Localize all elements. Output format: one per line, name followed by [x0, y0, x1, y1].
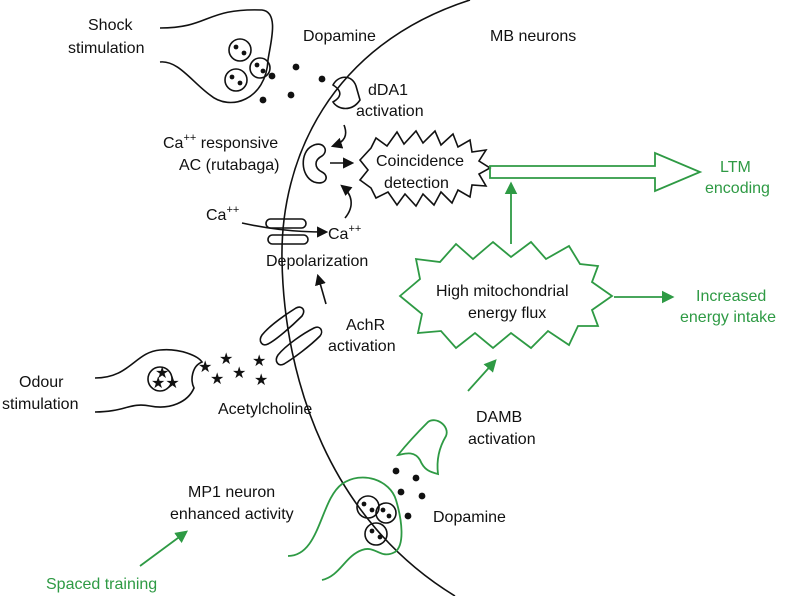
odour-vesicle — [147, 366, 173, 392]
coincidence-detection-burst — [358, 129, 492, 208]
dopamine-dots-top — [259, 63, 326, 104]
svg-text:★: ★ — [232, 365, 246, 382]
mp1-vesicle-3 — [364, 522, 388, 546]
ca-left-label: Ca++ — [206, 204, 239, 224]
spaced-training-label: Spaced training — [46, 576, 157, 593]
mp1-label-1: MP1 neuron — [188, 484, 275, 501]
svg-text:★: ★ — [219, 351, 233, 368]
damb-label-1: DAMB — [476, 409, 522, 426]
achr-label-1: AchR — [346, 317, 385, 334]
mp1-vesicle-2 — [375, 502, 397, 524]
dda1-label-1: dDA1 — [368, 82, 408, 99]
dopamine-top-label: Dopamine — [303, 28, 376, 45]
calcium-influx-arrow — [241, 222, 329, 238]
svg-text:★: ★ — [254, 372, 268, 389]
shock-axon — [159, 9, 274, 104]
mito-label-2: energy flux — [468, 305, 546, 322]
ca-to-coincidence-arrow — [340, 184, 353, 219]
dda1-receptor — [331, 76, 361, 110]
achr-to-depolarization-arrow — [315, 273, 327, 305]
rutabaga-label: AC (rutabaga) — [179, 157, 280, 174]
ca-responsive-label: Ca++ responsive — [163, 132, 278, 152]
acetylcholine-label: Acetylcholine — [218, 401, 312, 418]
shock-vesicle-1 — [228, 38, 252, 62]
ltm-label-1: LTM — [720, 159, 751, 176]
svg-text:★★: ★★ — [151, 375, 180, 392]
calcium-channel — [265, 218, 309, 245]
spaced-training-arrow — [139, 530, 189, 567]
shock-label-2: stimulation — [68, 40, 144, 57]
mito-label-1: High mitochondrial — [436, 283, 569, 300]
svg-text:★: ★ — [198, 359, 212, 376]
depolarization-label: Depolarization — [266, 253, 368, 270]
mp1-neuron — [287, 476, 403, 581]
damb-receptor — [395, 419, 448, 476]
acetylcholine-stars: ★★ ★★ ★★ — [198, 351, 268, 389]
rutabaga-ac — [302, 143, 327, 184]
achr-label-2: activation — [328, 338, 396, 355]
coincidence-label-2: detection — [384, 175, 449, 192]
shock-label-1: Shock — [88, 17, 133, 34]
shock-neuron — [159, 9, 274, 104]
shock-vesicle-2 — [224, 68, 248, 92]
achr-receptor — [259, 306, 323, 366]
coincidence-label-1: Coincidence — [376, 153, 464, 170]
odour-label-2: stimulation — [2, 396, 78, 413]
mp1-label-2: enhanced activity — [170, 506, 294, 523]
intake-label-1: Increased — [696, 288, 766, 305]
dda1-label-2: activation — [356, 103, 424, 120]
mb-neuron-membrane — [281, 0, 471, 596]
svg-text:★: ★ — [252, 353, 266, 370]
odour-label-1: Odour — [19, 374, 64, 391]
ca-right-label: Ca++ — [328, 223, 361, 243]
dopamine-dots-bottom — [392, 467, 426, 520]
intake-label-2: energy intake — [680, 309, 776, 326]
damb-to-mito-arrow — [467, 359, 497, 392]
dopamine-bottom-label: Dopamine — [433, 509, 506, 526]
svg-text:★: ★ — [210, 371, 224, 388]
ltm-label-2: encoding — [705, 180, 770, 197]
svg-text:★: ★ — [155, 365, 169, 382]
dda1-to-ac-arrow — [330, 124, 347, 149]
odour-neuron: ★★ ★ — [94, 348, 204, 413]
damb-label-2: activation — [468, 431, 536, 448]
mb-neurons-label: MB neurons — [490, 28, 576, 45]
mitochondrial-energy-burst — [398, 240, 614, 350]
shock-vesicle-3 — [249, 57, 271, 79]
ltm-encoding-arrow — [489, 151, 703, 193]
